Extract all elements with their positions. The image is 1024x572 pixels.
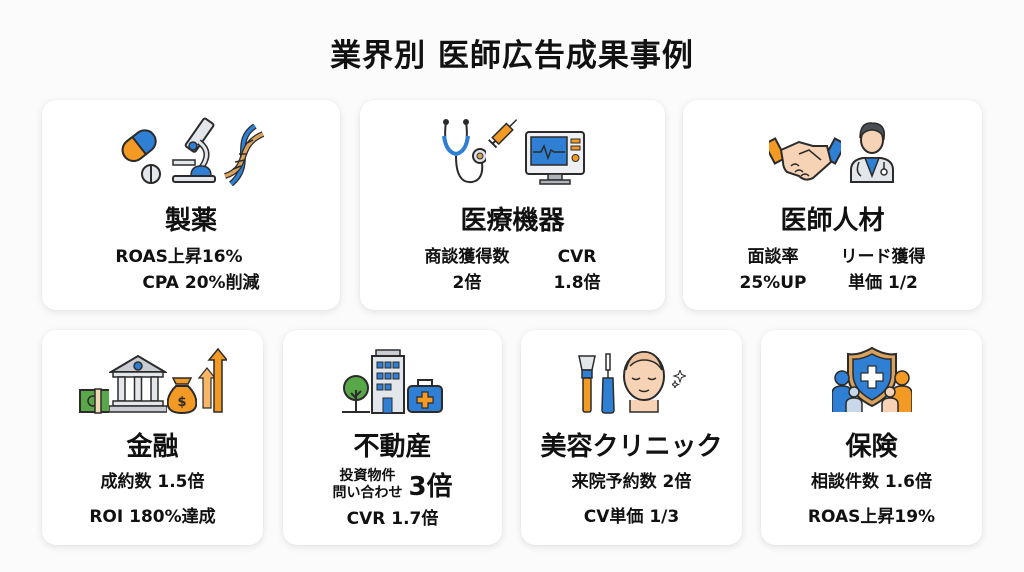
stethoscope-icon: [440, 116, 486, 186]
syringe-icon: [487, 114, 522, 150]
metric: ROAS上昇16%: [115, 247, 243, 267]
icon-group: [683, 118, 982, 184]
metric-column: 面談率 25%UP: [740, 244, 807, 296]
card-title: 医師人材: [780, 206, 885, 236]
metric: ROI 180%達成: [89, 507, 216, 527]
metric-column: 商談獲得数 2倍: [424, 244, 509, 296]
card-title: 保険: [845, 432, 898, 462]
shield-icon: [846, 346, 897, 408]
building-icon: [370, 348, 406, 414]
sparkle-icon: [671, 370, 686, 388]
card-beauty-clinic: 美容クリニック 来院予約数 2倍 CV単価 1/3: [521, 330, 742, 545]
metric: 来院予約数 2倍: [571, 472, 692, 492]
icon-group: [761, 344, 982, 414]
metric-label: リード獲得: [840, 247, 926, 267]
metric-label: CVR: [557, 247, 597, 267]
growth-arrow-icon: [197, 348, 227, 414]
metric-value: 1.8倍: [553, 273, 601, 293]
metric-value: 2倍: [452, 273, 482, 293]
svg-text:$: $: [177, 395, 186, 410]
metric-column: CVR 1.8倍: [553, 244, 600, 296]
card-title: 製薬: [164, 206, 217, 236]
icon-group: $: [42, 344, 263, 414]
card-insurance: 保険 相談件数 1.6倍 ROAS上昇19%: [761, 330, 982, 545]
doctor-icon: [847, 120, 897, 184]
card-physician-recruiting: 医師人材 面談率 25%UP リード獲得 単価 1/2: [683, 100, 982, 310]
card-pharma: 製薬 ROAS上昇16% CPA 20%削減: [42, 100, 340, 310]
mascara-icon: [600, 352, 616, 414]
icon-group: [42, 114, 340, 186]
card-finance: $ 金融 成約数 1.5倍 ROI 180%達成: [42, 330, 263, 545]
face-icon: [620, 350, 668, 414]
card-title: 医療機器: [460, 206, 565, 236]
metric-label: 面談率: [747, 247, 799, 267]
inquiry-metric: 投資物件 問い合わせ 3倍: [283, 466, 502, 503]
inquiry-label: 投資物件 問い合わせ: [332, 467, 403, 501]
metric-value: 単価 1/2: [848, 273, 918, 293]
card-title: 美容クリニック: [540, 432, 723, 462]
microscope-icon: [169, 116, 217, 186]
family-icon: [831, 370, 912, 412]
metric: 成約数 1.5倍: [100, 472, 205, 492]
capsule-icon: [117, 126, 165, 186]
metric-label: 商談獲得数: [424, 247, 510, 267]
money-bag-icon: $: [166, 374, 197, 414]
metric: CPA 20%削減: [142, 273, 260, 293]
metric: CVR 1.7倍: [346, 509, 439, 529]
card-title: 金融: [126, 432, 179, 462]
card-real-estate: 不動産 投資物件 問い合わせ 3倍 CVR 1.7倍: [283, 330, 502, 545]
tree-icon: [341, 370, 370, 414]
card-title: 不動産: [353, 432, 432, 462]
metric: 相談件数 1.6倍: [810, 472, 933, 492]
shield-family-icon: [831, 346, 912, 414]
dna-icon: [221, 124, 265, 186]
icon-group: [521, 344, 742, 414]
metric: CV単価 1/3: [583, 507, 680, 527]
handshake-icon: [768, 132, 841, 184]
metric-column: リード獲得 単価 1/2: [840, 244, 925, 296]
card-medical-device: 医療機器 商談獲得数 2倍 CVR 1.8倍: [360, 100, 665, 310]
metric: ROAS上昇19%: [807, 507, 936, 527]
metric-value: 25%UP: [739, 273, 807, 293]
metric-columns: 面談率 25%UP リード獲得 単価 1/2: [683, 244, 982, 296]
metric-columns: 商談獲得数 2倍 CVR 1.8倍: [360, 244, 665, 296]
makeup-brush-icon: [577, 352, 596, 414]
icon-group: [360, 114, 665, 186]
icon-group: [283, 344, 502, 414]
inquiry-value: 3倍: [408, 472, 453, 502]
monitor-icon: [524, 130, 586, 186]
medical-bag-icon: [406, 376, 444, 414]
cash-icon: [78, 386, 109, 414]
bank-icon: [108, 352, 167, 414]
page-title: 業界別 医師広告成果事例: [330, 38, 694, 74]
